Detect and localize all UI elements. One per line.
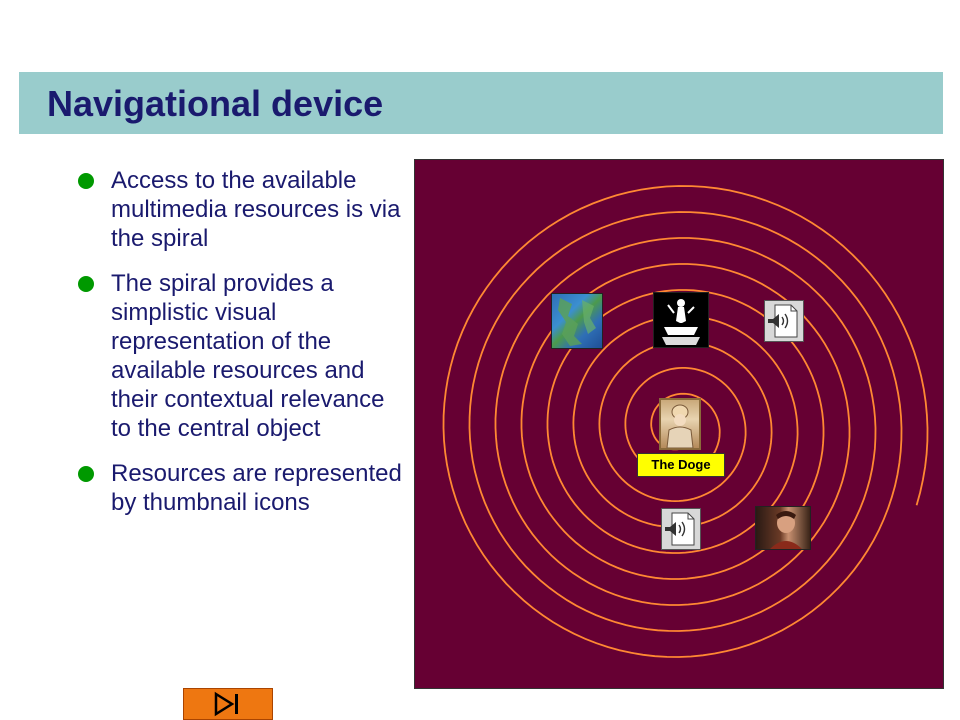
audio-file-icon[interactable]: [764, 300, 804, 342]
bullet-item: Access to the available multimedia resou…: [78, 166, 408, 253]
bullet-list: Access to the available multimedia resou…: [78, 166, 408, 533]
end-icon: [214, 691, 238, 717]
title-bar: Navigational device: [19, 72, 943, 134]
bullet-dot-icon: [78, 173, 94, 189]
audio-file-icon[interactable]: [661, 508, 701, 550]
slide-title: Navigational device: [47, 83, 384, 124]
spiral-navigator[interactable]: The Doge: [414, 159, 944, 689]
bullet-item: Resources are represented by thumbnail i…: [78, 459, 408, 517]
bullet-text: Access to the available multimedia resou…: [111, 167, 401, 252]
bullet-text: Resources are represented by thumbnail i…: [111, 460, 402, 516]
central-object-label[interactable]: The Doge: [637, 453, 725, 477]
bullet-dot-icon: [78, 276, 94, 292]
bullet-item: The spiral provides a simplistic visual …: [78, 269, 408, 443]
statue-thumbnail-icon[interactable]: [653, 292, 709, 348]
portrait-thumbnail-icon[interactable]: [755, 506, 811, 550]
end-button[interactable]: [183, 688, 273, 720]
bullet-text: The spiral provides a simplistic visual …: [111, 270, 385, 442]
doge-portrait-icon[interactable]: [659, 398, 701, 450]
map-thumbnail-icon[interactable]: [551, 293, 603, 349]
bullet-dot-icon: [78, 466, 94, 482]
